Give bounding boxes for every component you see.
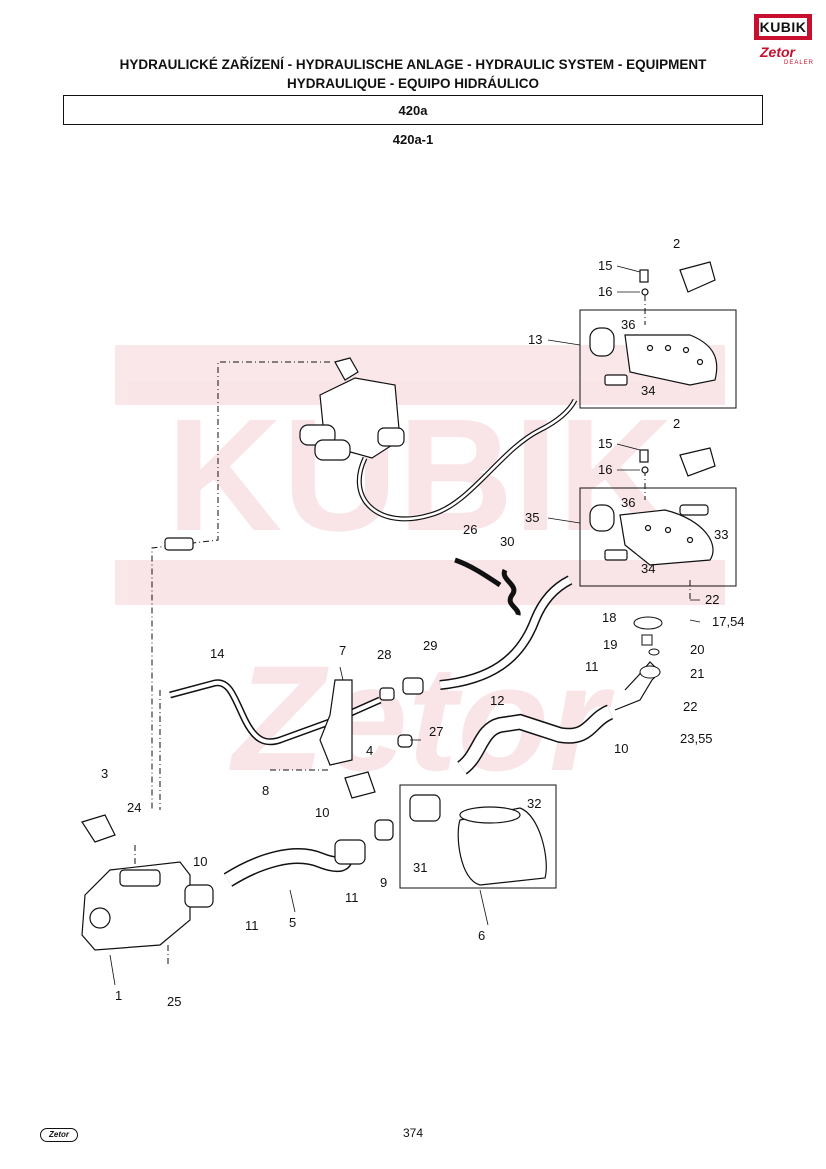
callout: 16	[598, 462, 612, 477]
callout: 36	[621, 495, 635, 510]
callout: 11	[585, 659, 599, 674]
callout: 9	[380, 875, 387, 890]
callout: 6	[478, 928, 485, 943]
callout: 23,55	[680, 731, 713, 746]
callout: 36	[621, 317, 635, 332]
callout: 15	[598, 436, 612, 451]
callout: 8	[262, 783, 269, 798]
nipple-19	[641, 634, 653, 646]
callout: 11	[245, 918, 259, 933]
callout: 18	[602, 610, 616, 625]
callout: 16	[598, 284, 612, 299]
watermark: KUBIK Zetor	[115, 345, 725, 802]
callout: 28	[377, 647, 391, 662]
watermark-zetor: Zetor	[229, 634, 616, 802]
part-6-box	[399, 784, 557, 889]
callout: 33	[714, 527, 728, 542]
control-valve	[299, 357, 405, 461]
page-number: 374	[402, 1126, 424, 1140]
subsection-number: 420a-1	[392, 132, 434, 147]
callout: 22	[683, 699, 697, 714]
callout: 34	[641, 561, 655, 576]
callout: 15	[598, 258, 612, 273]
callout: 11	[345, 890, 359, 905]
callout: 2	[673, 236, 680, 251]
callout: 12	[490, 693, 504, 708]
coupler-4	[344, 771, 376, 799]
coupler-2-mid	[639, 447, 716, 477]
section-number: 420a	[398, 102, 428, 118]
section-box: 420a	[63, 95, 763, 125]
logo-sub: Zetor	[760, 44, 795, 60]
callout: 30	[500, 534, 514, 549]
callout: 4	[366, 743, 373, 758]
kubik-logo: KUBIK Zetor DEALER	[752, 14, 814, 70]
title-line-2: HYDRAULIQUE - EQUIPO HIDRÁULICO	[286, 76, 539, 91]
part-13-box	[579, 309, 737, 409]
leader-lines	[134, 295, 691, 965]
callout: 35	[525, 510, 539, 525]
spring-30	[501, 568, 521, 616]
pump-1	[81, 861, 214, 951]
bracket-7	[319, 679, 353, 766]
logo-dealer: DEALER	[784, 60, 815, 66]
coupler-2-top	[639, 261, 716, 296]
seal-20	[648, 648, 660, 656]
fittings-28	[379, 677, 424, 748]
footer-zetor-logo: Zetor	[40, 1128, 78, 1142]
callout: 14	[210, 646, 224, 661]
callout: 31	[413, 860, 427, 875]
coupler-3	[81, 814, 116, 843]
fitting-left	[164, 537, 194, 551]
plate-18	[633, 616, 663, 630]
logo-text: KUBIK	[759, 18, 807, 36]
title-line-1: HYDRAULICKÉ ZAŘÍZENÍ - HYDRAULISCHE ANLA…	[119, 57, 707, 72]
callout: 19	[603, 637, 617, 652]
callout: 5	[289, 915, 296, 930]
callout: 7	[339, 643, 346, 658]
callout-labels: 1 2 2 3 4 5 6 7 8 9 10 10 10 10 11 11 11…	[101, 236, 745, 1009]
callout: 10	[315, 805, 329, 820]
callout: 29	[423, 638, 437, 653]
callout: 24	[127, 800, 141, 815]
band-26	[454, 557, 502, 588]
callout: 2	[673, 416, 680, 431]
callout: 22	[705, 592, 719, 607]
watermark-text: KUBIK	[167, 385, 674, 564]
callout: 3	[101, 766, 108, 781]
callout-leaders	[109, 265, 701, 986]
callout: 20	[690, 642, 704, 657]
bracket-35	[589, 504, 714, 566]
callout: 17,54	[712, 614, 745, 629]
callout: 21	[690, 666, 704, 681]
callout: 10	[614, 741, 628, 756]
filter-6	[334, 794, 547, 886]
callout: 26	[463, 522, 477, 537]
callout: 13	[528, 332, 542, 347]
bracket-13	[589, 327, 718, 386]
callout: 25	[167, 994, 181, 1009]
callout: 32	[527, 796, 541, 811]
callout: 27	[429, 724, 443, 739]
callout: 1	[115, 988, 122, 1003]
part-35-box	[579, 487, 737, 587]
callout: 34	[641, 383, 655, 398]
callout: 10	[193, 854, 207, 869]
